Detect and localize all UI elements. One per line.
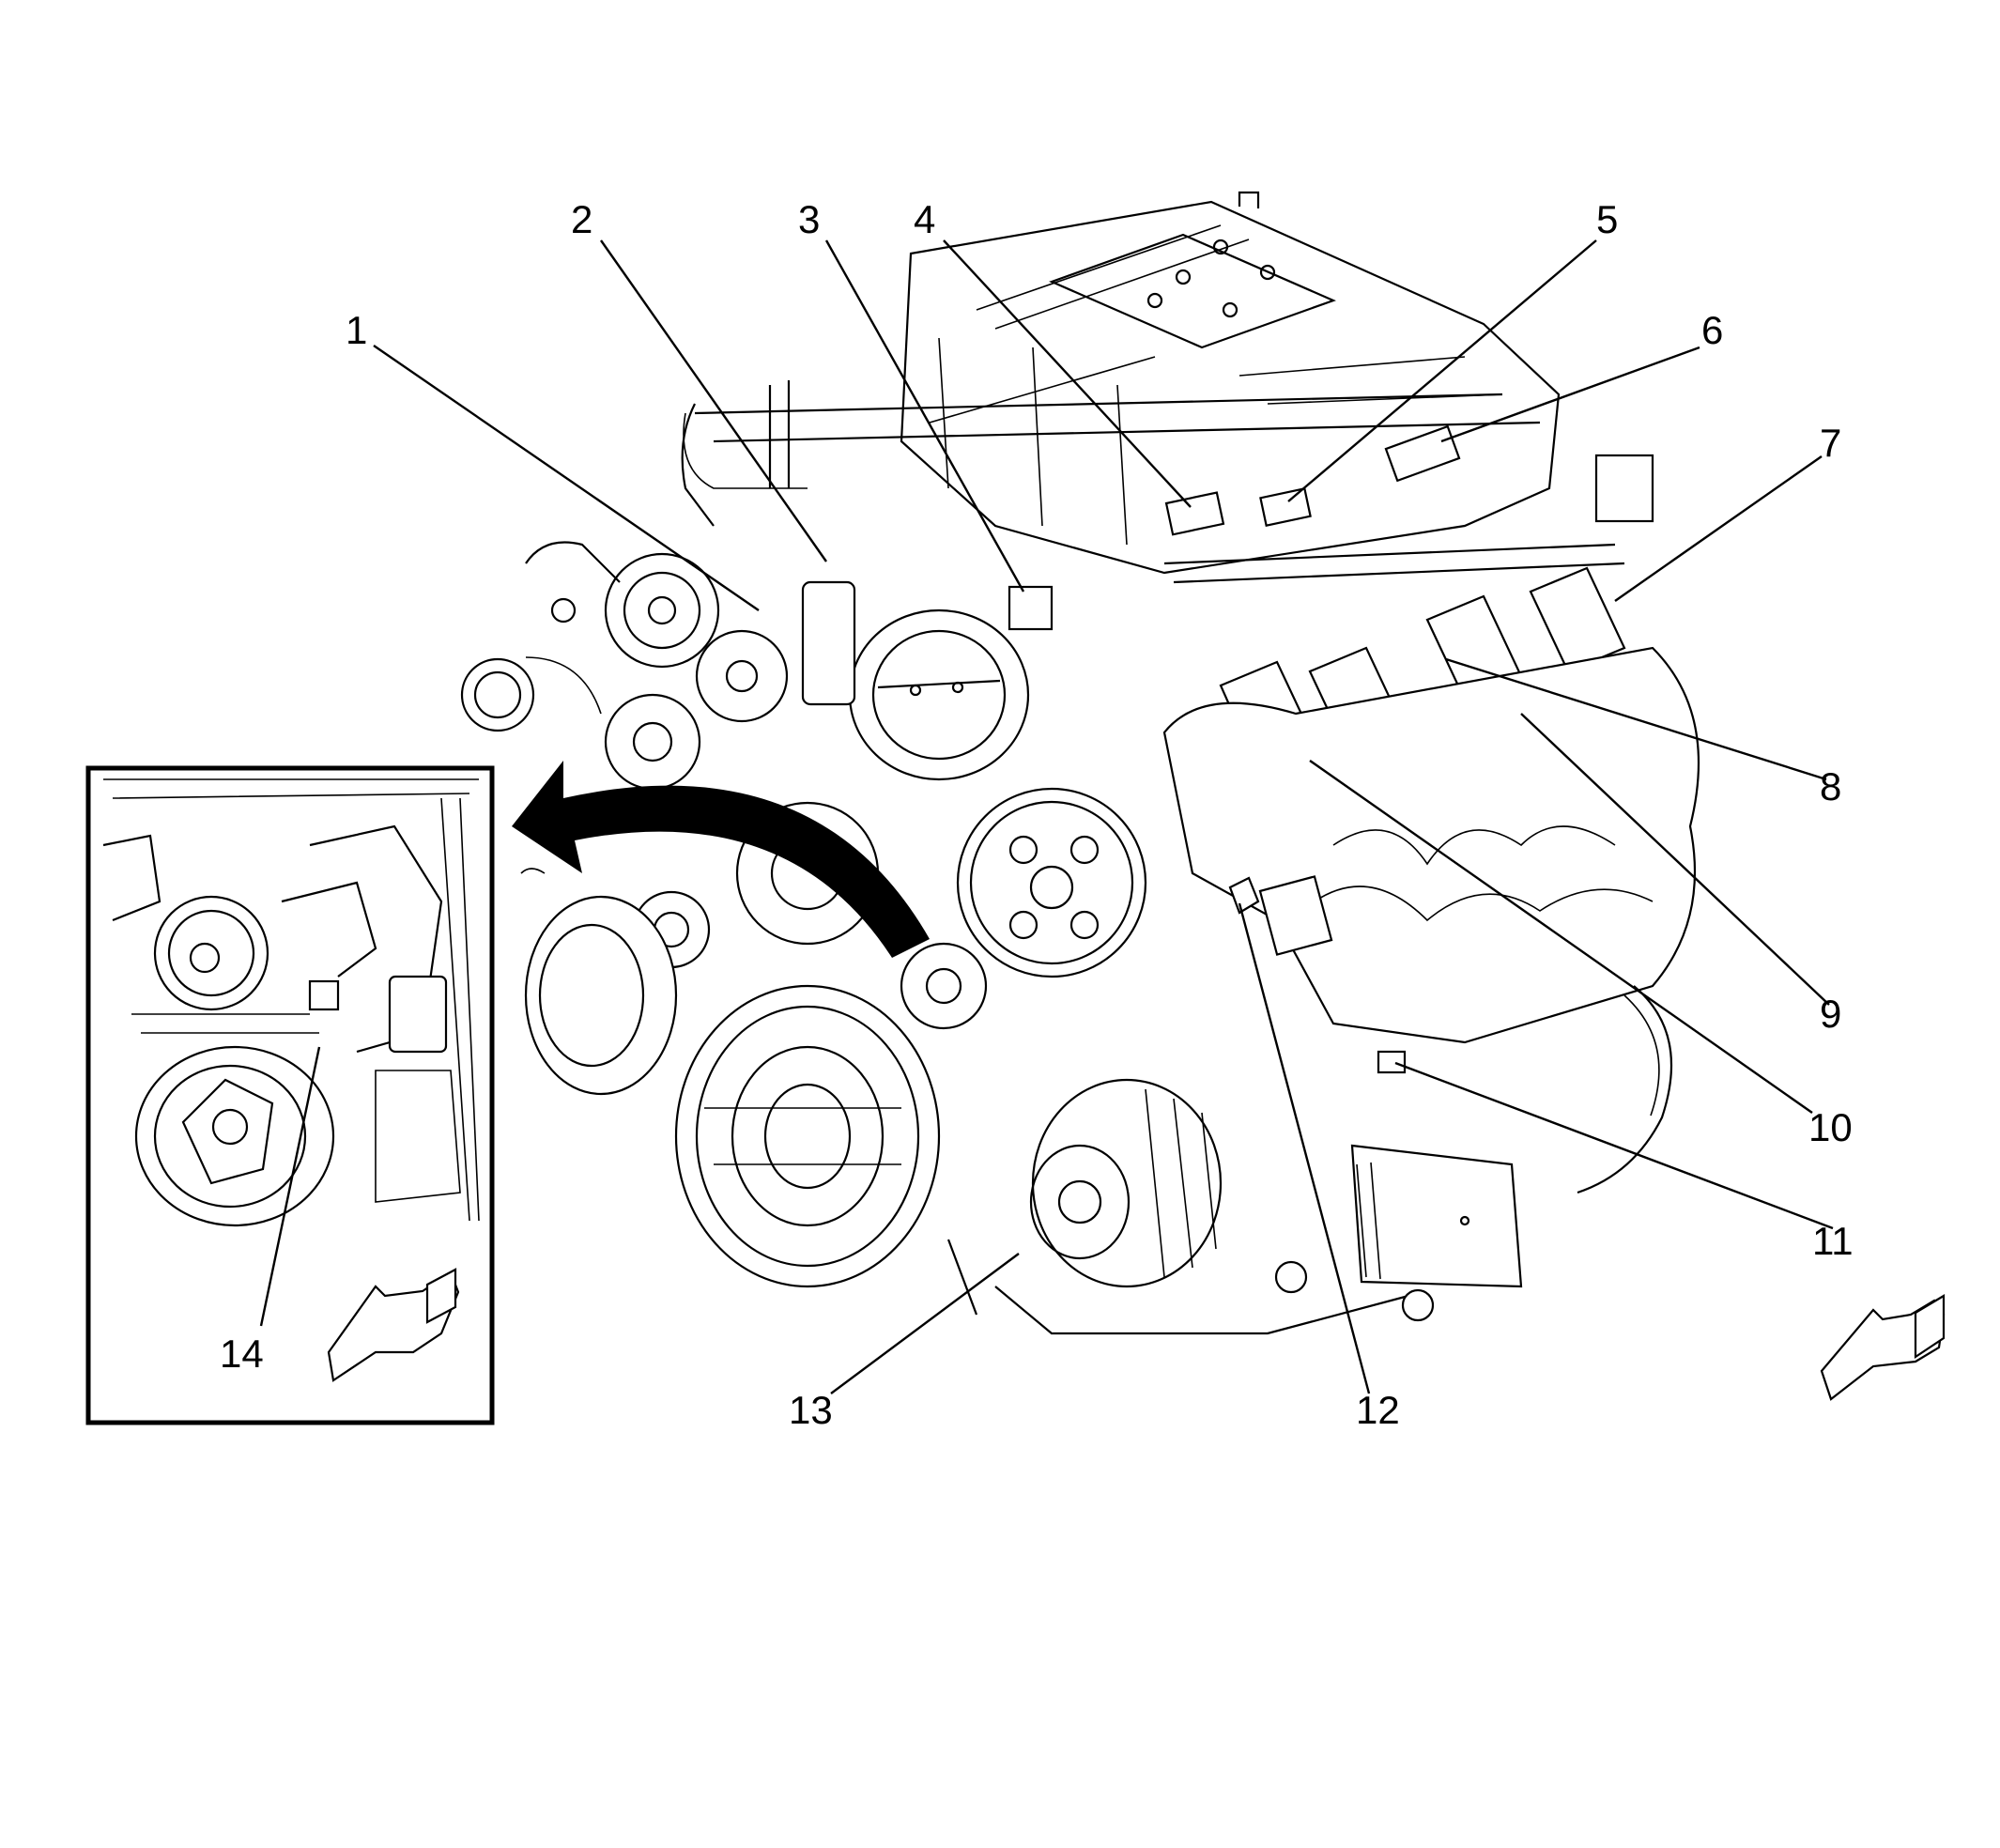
callout-11: 11	[1812, 1219, 1854, 1263]
callout-12: 12	[1356, 1388, 1400, 1432]
rotation-arrow	[512, 761, 930, 958]
callout-3: 3	[798, 197, 820, 241]
callout-5: 5	[1596, 197, 1618, 241]
callout-7: 7	[1820, 421, 1841, 465]
callout-4: 4	[914, 197, 935, 241]
callout-14: 14	[220, 1332, 264, 1376]
accessory-pulleys	[460, 552, 1223, 1288]
callout-8: 8	[1820, 764, 1841, 808]
engine-illustration	[460, 191, 1700, 1335]
callout-1: 1	[346, 308, 367, 352]
callout-6: 6	[1701, 308, 1723, 352]
callout-10: 10	[1808, 1105, 1853, 1149]
callout-13: 13	[789, 1388, 833, 1432]
inset-detail-view	[85, 765, 495, 1425]
callout-labels: 1 2 3 4 5 6 7 8 9 10 11 12 13 14	[220, 197, 1854, 1432]
leader-lines	[259, 239, 1834, 1394]
callout-9: 9	[1820, 992, 1841, 1036]
callout-2: 2	[571, 197, 592, 241]
throttle-body	[848, 608, 1030, 781]
